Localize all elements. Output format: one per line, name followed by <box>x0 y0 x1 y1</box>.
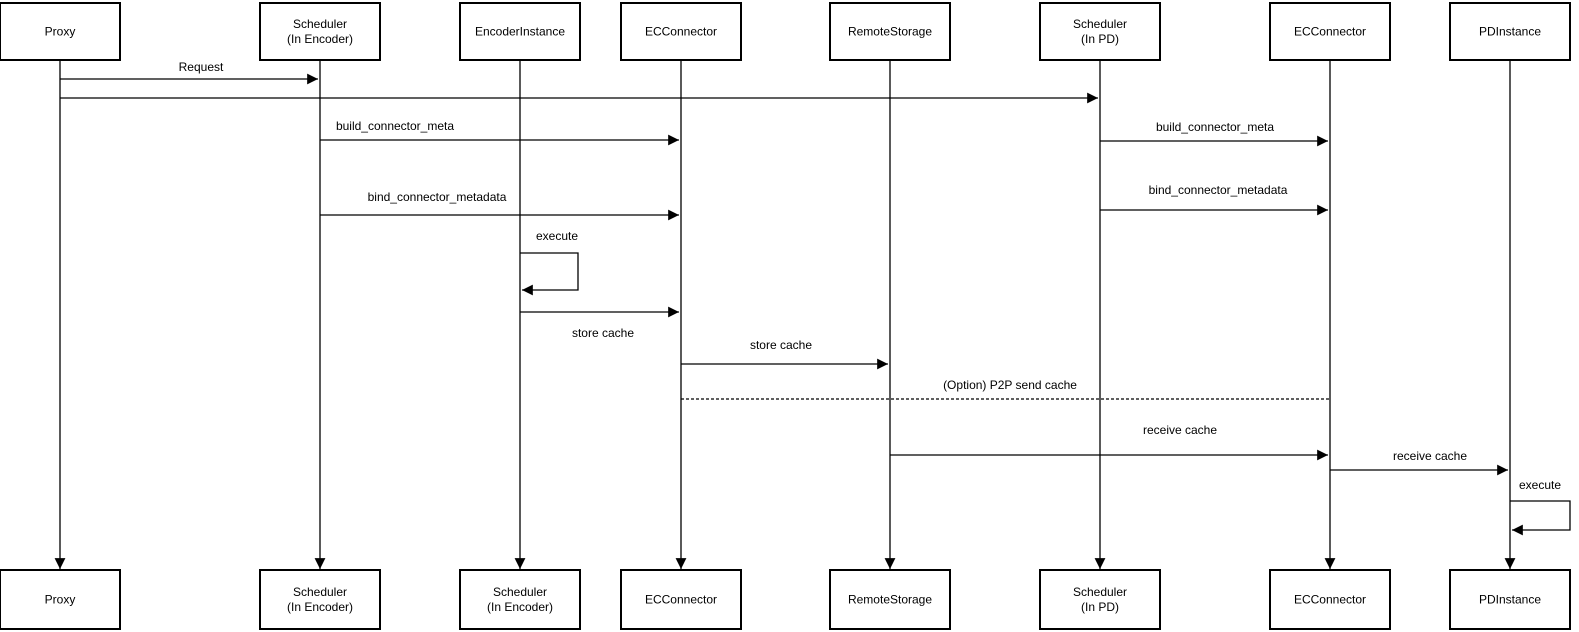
actor-top-label-ec-connector-encoder: ECConnector <box>645 25 717 39</box>
actor-bottom-box-ec-connector-encoder <box>620 569 742 630</box>
actor-top-label-ec-connector-pd: ECConnector <box>1294 25 1366 39</box>
actor-bottom-box-scheduler-in-encoder <box>259 569 381 630</box>
actor-top-box-scheduler-in-pd <box>1039 2 1161 61</box>
self-message-label-2: execute <box>1519 478 1561 492</box>
actor-top-box-encoder-instance <box>459 2 581 61</box>
actor-bottom-label-remote-storage: RemoteStorage <box>848 593 932 607</box>
message-label-8: store cache <box>750 338 812 352</box>
actor-bottom-label-ec-connector-pd: ECConnector <box>1294 593 1366 607</box>
message-label-4: build_connector_meta <box>1156 120 1274 134</box>
actor-top-box-pd-instance <box>1449 2 1571 61</box>
actor-bottom-box-scheduler-in-pd <box>1039 569 1161 630</box>
message-label-5: bind_connector_metadata <box>368 190 507 204</box>
actor-bottom-box-pd-instance <box>1449 569 1571 630</box>
message-label-7: store cache <box>572 326 634 340</box>
actor-top-label-pd-instance: PDInstance <box>1479 25 1541 39</box>
message-label-3: build_connector_meta <box>336 119 454 133</box>
self-message-arrow-1 <box>520 252 579 296</box>
actor-top-label-scheduler-in-encoder: Scheduler(In Encoder) <box>287 17 353 46</box>
actor-bottom-label-pd-instance: PDInstance <box>1479 593 1541 607</box>
message-label-11: receive cache <box>1393 449 1467 463</box>
actor-bottom-label-encoder-instance: Scheduler(In Encoder) <box>487 585 553 614</box>
actor-top-box-scheduler-in-encoder <box>259 2 381 61</box>
actor-top-box-ec-connector-encoder <box>620 2 742 61</box>
actor-bottom-label-ec-connector-encoder: ECConnector <box>645 593 717 607</box>
actor-bottom-label-proxy: Proxy <box>45 593 76 607</box>
actor-bottom-label-scheduler-in-encoder: Scheduler(In Encoder) <box>287 585 353 614</box>
actor-top-label-remote-storage: RemoteStorage <box>848 25 932 39</box>
self-message-label-1: execute <box>536 229 578 243</box>
message-label-6: bind_connector_metadata <box>1149 183 1288 197</box>
actor-top-label-proxy: Proxy <box>45 25 76 39</box>
actor-top-box-proxy <box>0 2 121 61</box>
actor-bottom-box-remote-storage <box>829 569 951 630</box>
actor-bottom-box-encoder-instance <box>459 569 581 630</box>
message-label-1: Request <box>179 60 224 74</box>
message-label-10: receive cache <box>1143 423 1217 437</box>
actor-top-label-scheduler-in-pd: Scheduler(In PD) <box>1073 17 1127 46</box>
actor-bottom-box-ec-connector-pd <box>1269 569 1391 630</box>
actor-bottom-label-scheduler-in-pd: Scheduler(In PD) <box>1073 585 1127 614</box>
message-label-9: (Option) P2P send cache <box>943 378 1077 392</box>
actor-top-box-ec-connector-pd <box>1269 2 1391 61</box>
actor-top-label-encoder-instance: EncoderInstance <box>475 25 565 39</box>
self-message-arrow-2 <box>1510 500 1571 536</box>
actor-bottom-box-proxy <box>0 569 121 630</box>
actor-top-box-remote-storage <box>829 2 951 61</box>
